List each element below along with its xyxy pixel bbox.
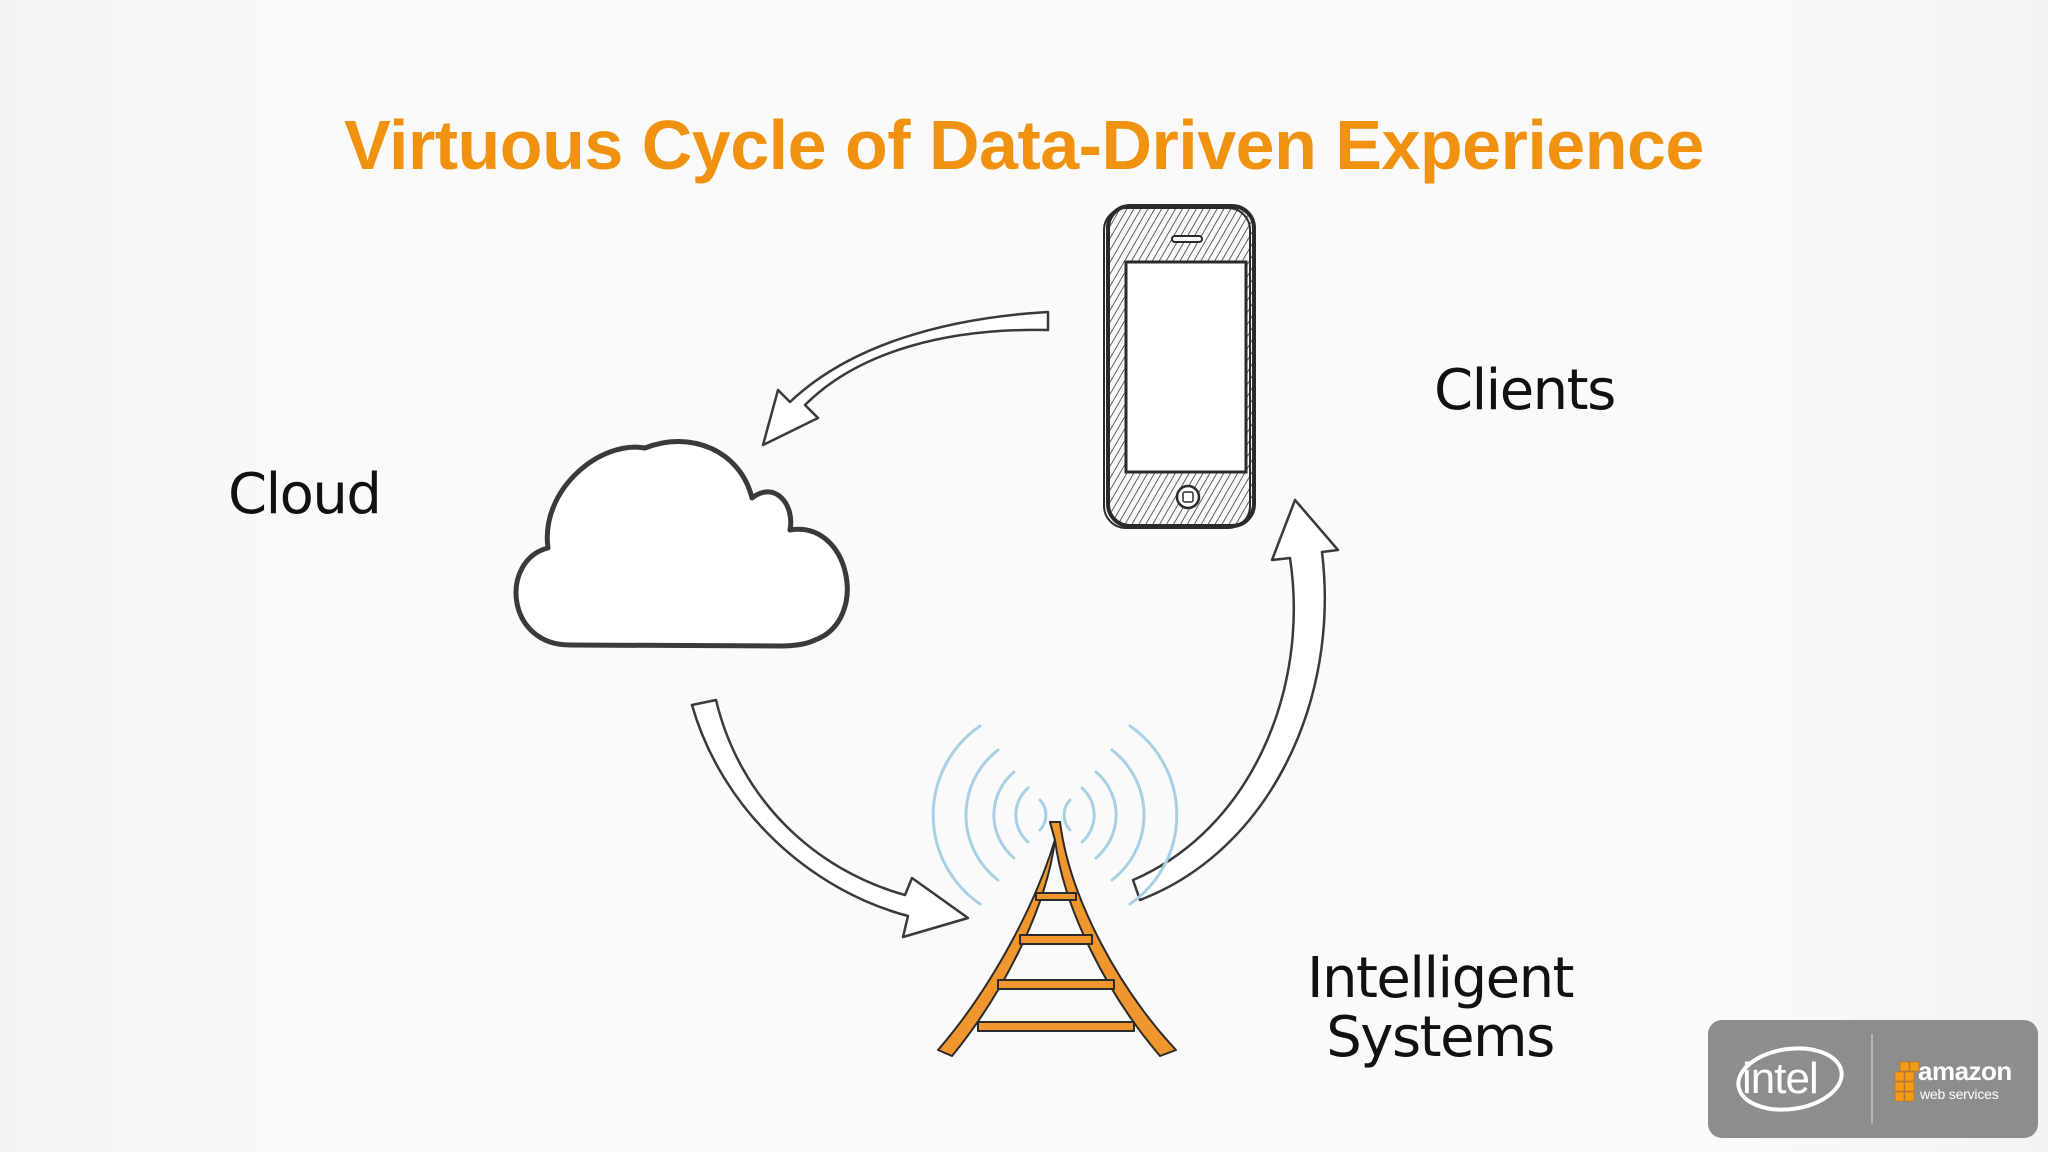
label-clients: Clients (1434, 358, 1616, 423)
slide-title: Virtuous Cycle of Data-Driven Experience (344, 106, 1704, 184)
intel-logo: intel (1742, 1054, 1819, 1103)
label-systems: Systems (1326, 1004, 1555, 1070)
arrow-cloud-to-intelligent-systems (690, 698, 970, 939)
aws-logo-word: amazon (1918, 1056, 2012, 1086)
label-intelligent: Intelligent (1306, 946, 1575, 1011)
arrow-clients-to-cloud (761, 310, 1050, 447)
signal-waves (931, 724, 1179, 906)
cloud-icon (513, 438, 850, 649)
radio-tower-icon (937, 821, 1177, 1057)
smartphone-icon (1103, 204, 1256, 529)
label-intelligent-systems: Intelligent Systems (1300, 946, 1580, 1070)
sponsor-badge: intel amazon web services (1708, 1020, 2038, 1138)
aws-logo-sub: web services (1920, 1086, 1999, 1102)
arrow-intelligent-systems-to-clients (1131, 498, 1340, 902)
intel-logo-ring (1736, 1046, 1844, 1112)
badge-divider (1871, 1034, 1873, 1124)
label-cloud: Cloud (228, 462, 382, 527)
aws-boxes-icon (1894, 1061, 1920, 1102)
